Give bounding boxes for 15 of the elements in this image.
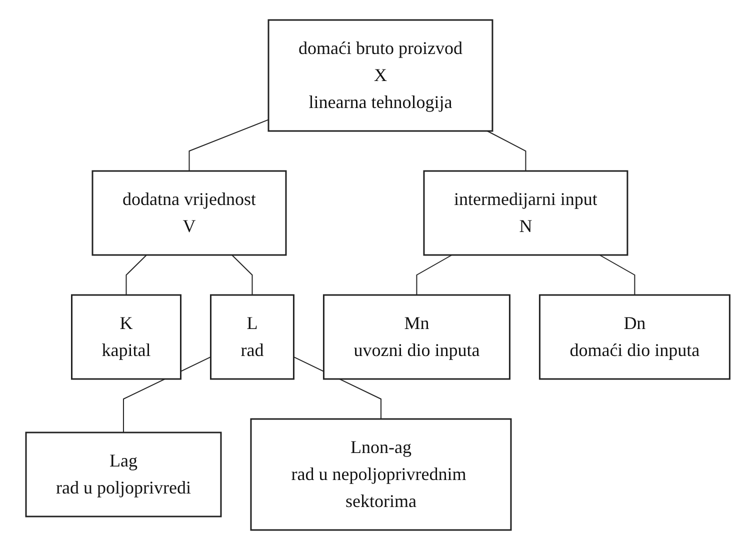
node-box: Lnon-ag rad u nepoljoprivrednim sektorima bbox=[250, 418, 512, 530]
connector bbox=[231, 254, 252, 295]
connector bbox=[188, 118, 269, 171]
node-box: domaći bruto proizvod X linearna tehnologija bbox=[267, 18, 493, 132]
node-box: Mn uvozni dio inputa bbox=[322, 294, 510, 380]
node-box: K kapital bbox=[70, 294, 182, 380]
connector bbox=[486, 130, 526, 171]
node-box: Dn domaći dio inputa bbox=[538, 294, 730, 380]
node-box: dodatna vrijednost V bbox=[91, 170, 286, 256]
connector bbox=[598, 254, 635, 295]
connector bbox=[416, 254, 452, 295]
node-box: intermedijarni input N bbox=[422, 170, 628, 256]
connector bbox=[125, 254, 147, 295]
node-box: L rad bbox=[210, 294, 294, 380]
node-box: Lag rad u poljoprivredi bbox=[24, 431, 222, 517]
